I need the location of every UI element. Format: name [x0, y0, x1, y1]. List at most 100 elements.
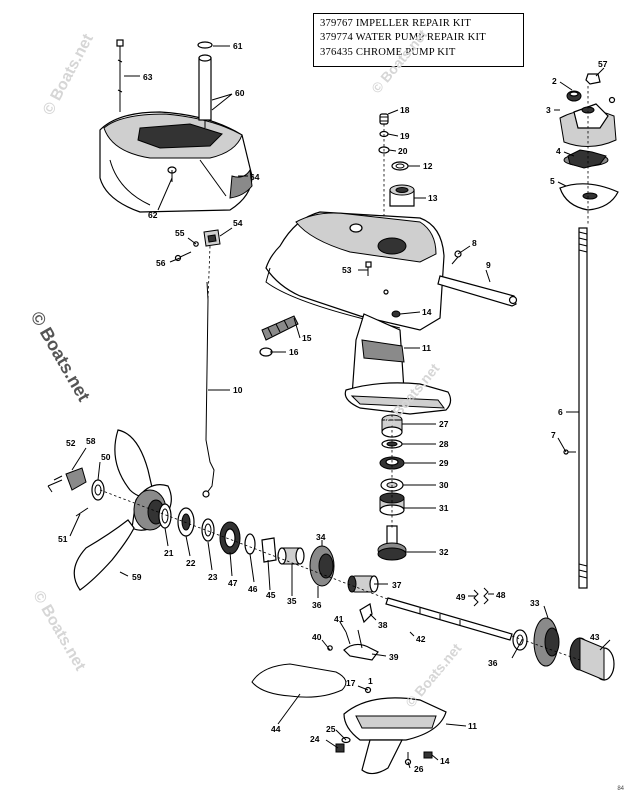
callout-22: 22 [186, 558, 196, 568]
lower-housing-part-11 [343, 697, 447, 775]
callout-23: 23 [208, 572, 218, 582]
callout-60: 60 [235, 88, 245, 98]
callout-11-upper: 11 [422, 343, 431, 353]
callout-27: 27 [439, 419, 449, 429]
shift-cam-part-39 [343, 629, 379, 661]
gear-housing-part-11 [265, 211, 452, 415]
washer-part-45 [261, 537, 277, 563]
callout-7: 7 [551, 430, 556, 440]
reverse-gear-part-34 [309, 545, 335, 587]
oil-seal-part-12 [391, 161, 409, 171]
page-code: 84 [617, 786, 624, 792]
thrust-washer-part-36-right [512, 629, 528, 651]
shift-rod-part-10 [202, 281, 215, 498]
water-tube-seal-part-18 [379, 113, 389, 125]
callout-48: 48 [496, 590, 506, 600]
seal-part-22 [177, 507, 195, 537]
bearing-carrier-part-47 [219, 521, 241, 555]
bearing-part-43 [569, 637, 615, 681]
callout-28: 28 [439, 439, 449, 449]
callout-9: 9 [486, 260, 491, 270]
screw-part-53 [365, 261, 372, 276]
thrust-washer-part-21 [158, 503, 172, 529]
callout-15: 15 [302, 333, 312, 343]
pin-part-41 [345, 631, 351, 645]
callout-64: 64 [250, 172, 260, 182]
callout-17: 17 [346, 678, 356, 688]
callout-32: 32 [439, 547, 449, 557]
bearing-part-13 [389, 184, 415, 207]
callout-2: 2 [552, 76, 557, 86]
callout-53: 53 [342, 265, 352, 275]
callout-40: 40 [312, 632, 322, 642]
seal-part-61 [197, 41, 213, 49]
water-tube-part-15 [261, 315, 299, 341]
callout-24: 24 [310, 734, 320, 744]
callout-34: 34 [316, 532, 326, 542]
propeller-part-59 [73, 429, 172, 591]
callout-44: 44 [271, 724, 281, 734]
washer-part-50 [91, 479, 105, 501]
gasket-part-44 [251, 663, 347, 698]
callout-18: 18 [400, 105, 410, 115]
pin-part-38 [359, 603, 373, 624]
callout-36-right: 36 [488, 658, 498, 668]
callout-8: 8 [472, 238, 477, 248]
callout-21: 21 [164, 548, 174, 558]
callout-33: 33 [530, 598, 540, 608]
callout-29: 29 [439, 458, 449, 468]
callout-10: 10 [233, 385, 243, 395]
propeller-shaft-part-42 [385, 597, 513, 641]
insert-part-2 [566, 90, 582, 102]
callout-19: 19 [400, 131, 410, 141]
callout-16: 16 [289, 347, 299, 357]
callout-49: 49 [456, 592, 466, 602]
callout-12: 12 [423, 161, 433, 171]
pump-tube-part-60 [198, 54, 212, 128]
callout-50: 50 [101, 452, 111, 462]
callout-11-lower: 11 [468, 721, 477, 731]
bearing-part-31 [379, 492, 405, 516]
kit-line-water-pump: 379774 WATER PUMP REPAIR KIT [320, 32, 486, 44]
callout-54: 54 [233, 218, 243, 228]
shift-coupler-part-54 [203, 229, 221, 247]
leader-lines [53, 45, 611, 769]
callout-3: 3 [546, 105, 551, 115]
callout-57: 57 [598, 59, 608, 69]
callout-14-upper: 14 [422, 307, 432, 317]
spring-part-48 [483, 587, 489, 605]
callout-5: 5 [550, 176, 555, 186]
callout-37: 37 [392, 580, 402, 590]
callout-38: 38 [378, 620, 388, 630]
callout-46: 46 [248, 584, 258, 594]
screw-part-24 [335, 743, 345, 753]
callout-30: 30 [439, 480, 449, 490]
callout-1: 1 [368, 676, 373, 686]
screw-part-63 [116, 39, 124, 112]
callout-52: 52 [66, 438, 76, 448]
driveshaft-housing-part-64 [99, 111, 253, 213]
callout-62: 62 [148, 210, 158, 220]
callout-51: 51 [58, 534, 68, 544]
callout-31: 31 [439, 503, 449, 513]
callout-36-left: 36 [312, 600, 322, 610]
nut-part-57 [585, 73, 601, 85]
forward-gear-part-33 [533, 617, 560, 667]
callout-56: 56 [156, 258, 166, 268]
callout-55: 55 [175, 228, 185, 238]
callout-63: 63 [143, 72, 153, 82]
cotter-pin-part-52 [47, 479, 63, 493]
kit-line-chrome-pump: 376435 CHROME PUMP KIT [320, 46, 456, 58]
shear-pin-part-51 [75, 507, 89, 517]
callout-13: 13 [428, 193, 438, 203]
pinion-gear-part-32 [377, 525, 407, 561]
driveshaft-part-6 [578, 227, 588, 589]
oil-seal-part-23 [201, 518, 215, 542]
callout-4: 4 [556, 146, 561, 156]
grommet-part-14-upper [391, 310, 401, 318]
callout-14-lower: 14 [440, 756, 450, 766]
callout-47: 47 [228, 578, 238, 588]
repair-kit-box: 379767 IMPELLER REPAIR KIT 379774 WATER … [313, 13, 524, 67]
spring-part-49 [473, 589, 479, 607]
